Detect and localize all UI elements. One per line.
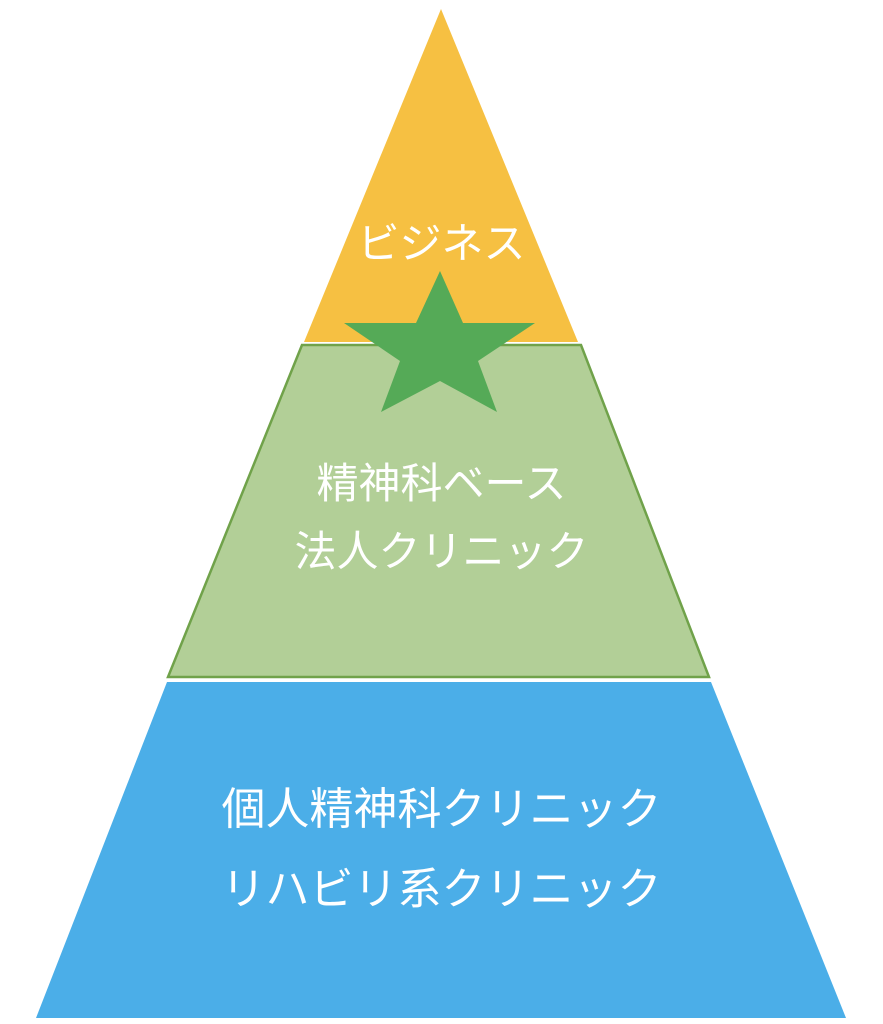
star-icon (344, 271, 535, 412)
tier-bottom-line-2: リハビリ系クリニック (221, 864, 662, 915)
tier-middle-label: 精神科ベース 法人クリニック (0, 450, 883, 586)
tier-middle-line-1: 精神科ベース (316, 459, 567, 508)
tier-top-line: ビジネス (357, 219, 526, 268)
tier-bottom-line-1: 個人精神科クリニック (221, 784, 662, 835)
pyramid-tier-top (304, 9, 578, 342)
tier-top-label: ビジネス (0, 212, 883, 276)
pyramid-tier-bottom (36, 682, 846, 1018)
tier-bottom-label: 個人精神科クリニック リハビリ系クリニック (0, 770, 883, 930)
tier-middle-line-2: 法人クリニック (294, 527, 589, 576)
